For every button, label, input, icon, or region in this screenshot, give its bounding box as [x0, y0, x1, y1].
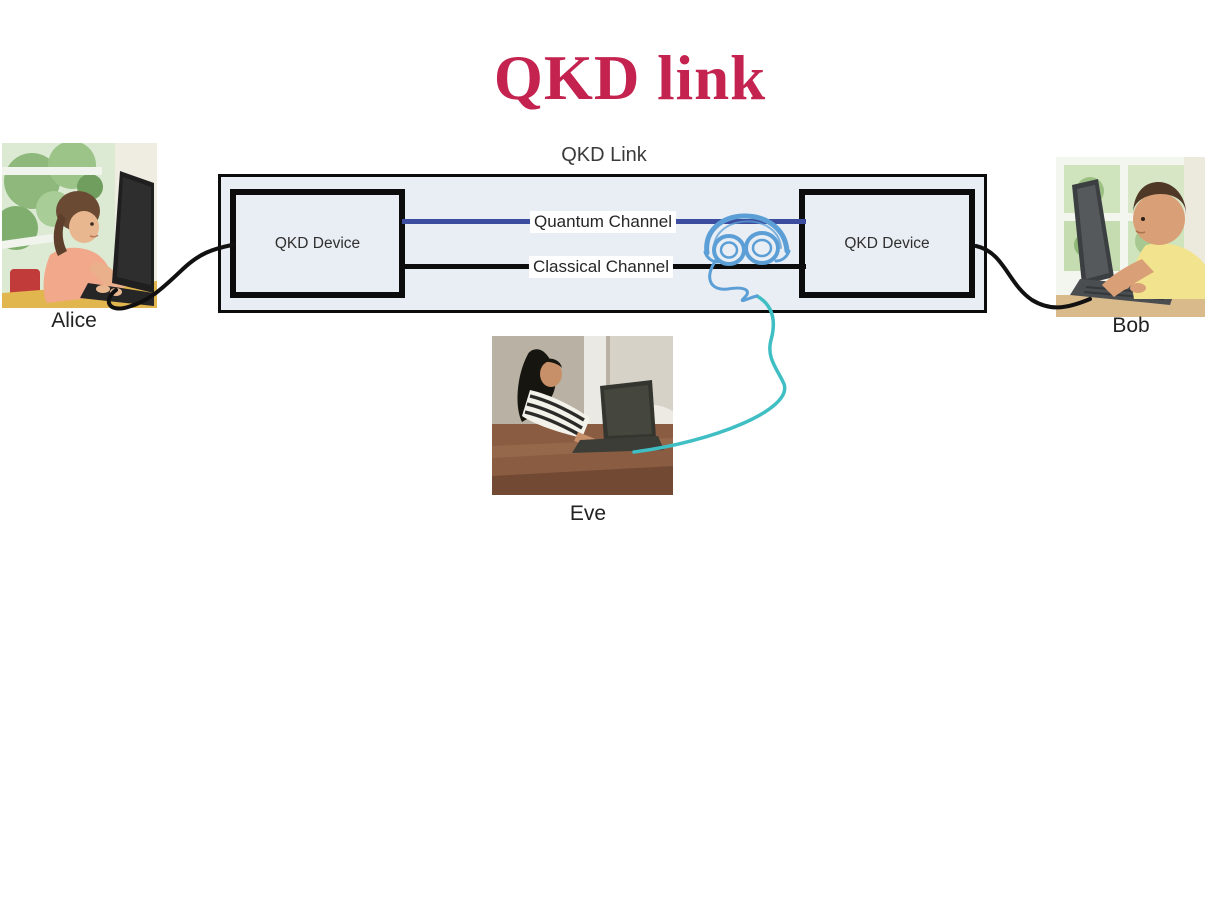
qkd-device-right: QKD Device [799, 189, 975, 298]
page-title: QKD link [493, 43, 767, 113]
classical-channel-label: Classical Channel [528, 256, 674, 278]
bob-figure [1102, 181, 1205, 299]
quantum-channel-label: Quantum Channel [530, 211, 676, 233]
bob-photo [1056, 157, 1205, 317]
bob-caption: Bob [1112, 314, 1150, 337]
qkd-device-right-label: QKD Device [844, 234, 930, 252]
alice-caption: Alice [51, 309, 97, 332]
eve-background-pillar [584, 336, 606, 428]
qkd-device-left-label: QKD Device [274, 234, 361, 252]
qkd-device-left: QKD Device [230, 189, 405, 298]
bob-photo-illustration [1056, 157, 1205, 317]
alice-photo-illustration [2, 143, 157, 308]
eve-photo [492, 336, 673, 495]
alice-photo [2, 143, 157, 308]
qkd-link-caption: QKD Link [561, 144, 647, 166]
eve-caption: Eve [569, 502, 607, 525]
eve-figure [517, 349, 606, 452]
eve-photo-illustration [492, 336, 673, 495]
